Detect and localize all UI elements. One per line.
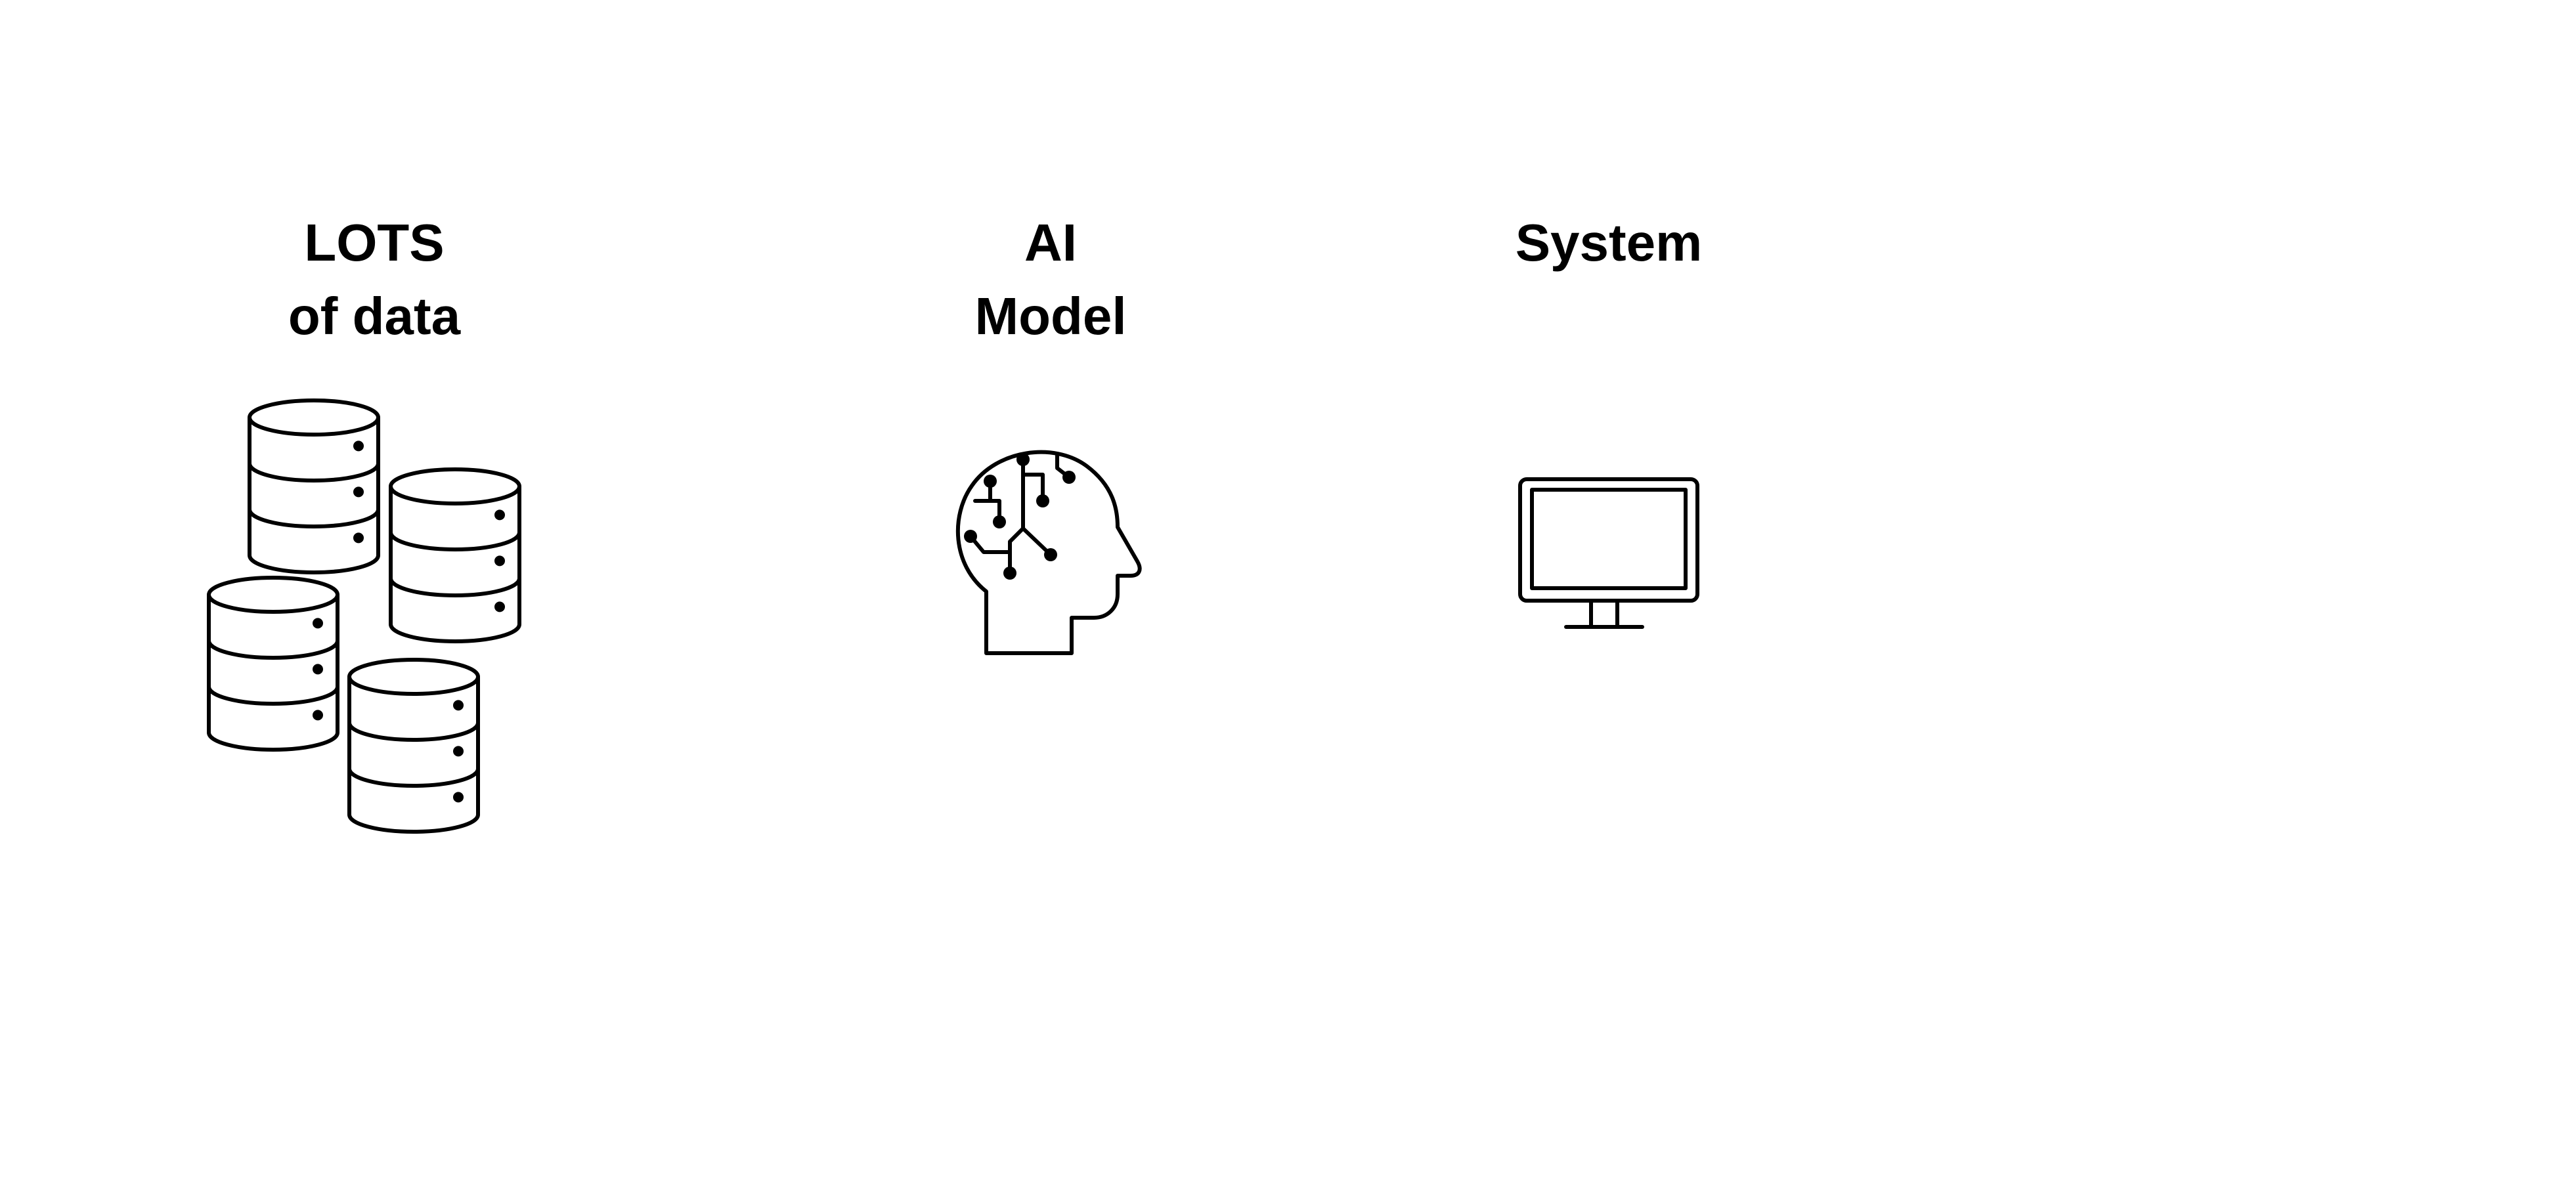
monitor-icon bbox=[1514, 473, 1711, 643]
ai-head-icon bbox=[946, 430, 1169, 679]
stage-label-line: of data bbox=[288, 287, 461, 345]
stage-label-data: LOTS of data bbox=[250, 206, 499, 353]
database-cylinder bbox=[248, 398, 380, 574]
database-cylinder bbox=[389, 467, 521, 643]
stage-label-line: LOTS bbox=[304, 213, 445, 272]
database-cylinder bbox=[347, 658, 480, 834]
stage-label-line: Model bbox=[974, 287, 1127, 345]
stage-label-system: System bbox=[1491, 206, 1727, 280]
stage-label-line: System bbox=[1515, 213, 1703, 272]
stage-label-model: AI Model bbox=[949, 206, 1152, 353]
database-cylinder bbox=[207, 576, 339, 752]
stage-label-line: AI bbox=[1024, 213, 1077, 272]
database-stack-icon bbox=[197, 387, 538, 847]
